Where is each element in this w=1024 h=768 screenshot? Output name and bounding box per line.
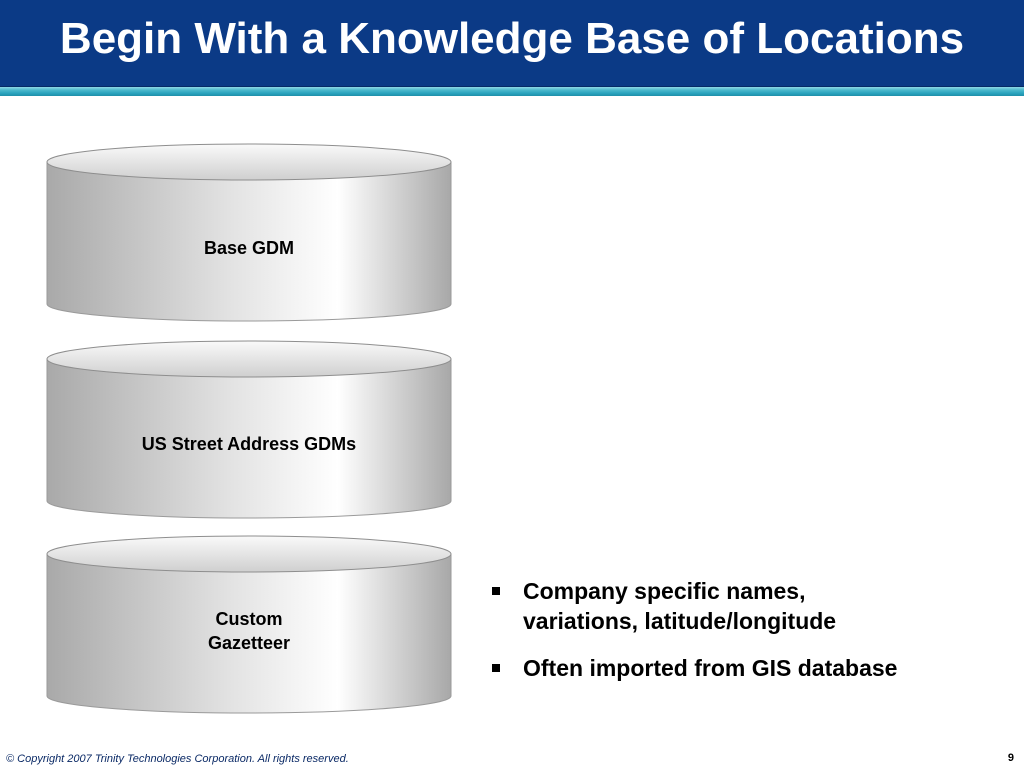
cylinder-custom-gazetteer-shape [46, 535, 452, 714]
slide-title: Begin With a Knowledge Base of Locations [59, 14, 965, 63]
cylinder-custom-gazetteer: Custom Gazetteer [46, 535, 452, 715]
square-bullet-icon [492, 664, 500, 672]
cylinder-label-line: Base GDM [203, 238, 295, 258]
cylinder-label-line: Gazetteer [207, 633, 291, 653]
square-bullet-icon [492, 587, 500, 595]
bullet-line: Often imported from GIS database [523, 655, 898, 681]
title-accent-rule [0, 87, 1024, 96]
footer-copyright: © Copyright 2007 Trinity Technologies Co… [6, 753, 349, 765]
cylinder-base-gdm: Base GDM [46, 143, 452, 323]
bullet-line: variations, latitude/longitude [523, 608, 837, 634]
cylinder-label: Custom Gazetteer [46, 607, 452, 655]
cylinder-label-line: US Street Address GDMs [141, 434, 357, 454]
cylinder-label-line: Custom [215, 609, 283, 629]
cylinder-us-street-address-gdms-shape [46, 340, 452, 519]
cylinder-label: US Street Address GDMs [46, 432, 452, 456]
bullet-item: Often imported from GIS database [492, 653, 1012, 683]
cylinder-base-gdm-shape [46, 143, 452, 322]
cylinder-us-street-address-gdms: US Street Address GDMs [46, 340, 452, 520]
cylinder-label: Base GDM [46, 236, 452, 260]
page-number: 9 [1007, 752, 1014, 764]
bullet-item: Company specific names, variations, lati… [492, 576, 1012, 636]
bullet-line: Company specific names, [523, 578, 806, 604]
bullet-list: Company specific names, variations, lati… [492, 576, 1012, 700]
title-bar: Begin With a Knowledge Base of Locations [0, 0, 1024, 87]
